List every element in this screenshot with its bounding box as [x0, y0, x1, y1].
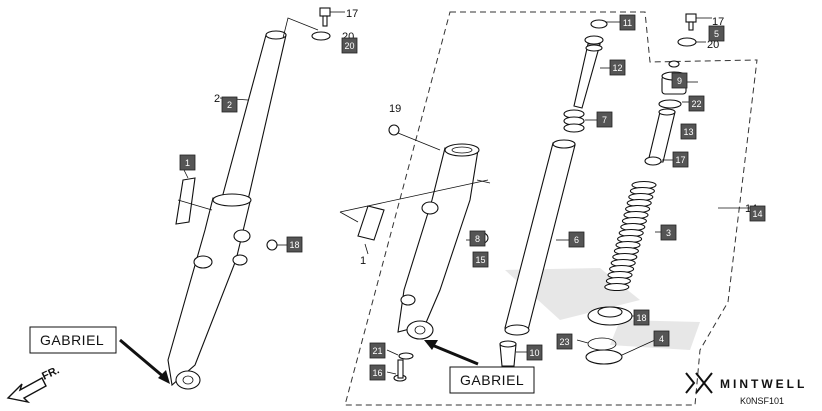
- circlip: [585, 337, 623, 365]
- boxed-label: 1: [179, 154, 196, 171]
- label-plain: 17: [712, 16, 724, 28]
- left-reflector: [175, 177, 213, 225]
- boxed-label-text: 6: [574, 235, 579, 245]
- brand-mark-icon: [685, 372, 713, 394]
- boxed-label: 15: [472, 251, 489, 268]
- boxed-label-text: 22: [691, 99, 701, 109]
- label-plain: 2: [214, 93, 220, 105]
- boxed-label-text: 21: [372, 346, 382, 356]
- boxed-label-text: 14: [752, 209, 762, 219]
- callout-text: GABRIEL: [40, 332, 104, 348]
- boxed-label: 21: [369, 342, 386, 359]
- boxed-label: 20: [341, 37, 358, 54]
- boxed-label: 14: [749, 205, 766, 222]
- diagram-code: K0NSF101: [740, 396, 784, 406]
- oil-seal: [587, 306, 633, 326]
- direction-label: FR.: [40, 364, 61, 382]
- boxed-label: 10: [526, 344, 543, 361]
- boxed-label-text: 9: [677, 76, 682, 86]
- boxed-label-text: 12: [612, 63, 622, 73]
- piston-rod: [573, 19, 608, 109]
- right-reflector: [339, 179, 489, 241]
- boxed-label-text: 10: [529, 348, 539, 358]
- boxed-label: 11: [619, 14, 636, 31]
- inner-fork-tube: [504, 139, 576, 336]
- boxed-label: 17: [672, 151, 689, 168]
- label-plain: 17: [346, 8, 358, 20]
- boxed-label-text: 13: [683, 127, 693, 137]
- boxed-label-text: 15: [475, 255, 485, 265]
- boxed-label: 13: [680, 123, 697, 140]
- label-plain: 1: [360, 255, 366, 267]
- boxed-label-text: 18: [636, 313, 646, 323]
- oil-lock-piece: [499, 340, 517, 367]
- boxed-label-text: 16: [372, 368, 382, 378]
- boxed-label-text: 23: [559, 337, 569, 347]
- gabriel-callout-right: GABRIEL: [424, 340, 535, 394]
- label-plain: 20: [707, 39, 719, 51]
- boxed-label: 22: [688, 95, 705, 112]
- brand-name: MINTWELL: [720, 377, 807, 391]
- boxed-label-text: 4: [659, 334, 664, 344]
- spring-coil: [604, 282, 630, 292]
- boxed-label: 7: [596, 111, 613, 128]
- brand-logo: MINTWELL K0NSF101: [685, 372, 807, 406]
- boxed-label-text: 3: [666, 228, 671, 238]
- boxed-label: 23: [556, 333, 573, 350]
- front-direction-arrow-icon: FR.: [6, 364, 61, 404]
- fork-spring: [604, 180, 657, 292]
- boxed-label: 18: [633, 309, 650, 326]
- right-top-bolt: [677, 13, 697, 47]
- boxed-label-text: 17: [675, 155, 685, 165]
- gabriel-callout-left: GABRIEL: [29, 326, 170, 384]
- leader-lines: [182, 17, 752, 375]
- boxed-label: 9: [671, 72, 688, 89]
- left-drain-bolt: [266, 239, 289, 251]
- boxed-label: 3: [660, 224, 677, 241]
- left-top-bolt: [282, 7, 345, 41]
- boxed-label: 4: [653, 330, 670, 347]
- rebound-spring: [563, 109, 585, 133]
- boxed-label-text: 5: [714, 29, 719, 39]
- kit-boundary: [344, 11, 758, 406]
- label-plain: 19: [389, 103, 401, 115]
- spacer: [647, 108, 676, 163]
- boxed-label-text: 8: [475, 234, 480, 244]
- boxed-label: 5: [708, 25, 725, 42]
- boxed-label-text: 20: [344, 41, 354, 51]
- spring-seat: [644, 156, 662, 166]
- boxed-label-text: 18: [289, 240, 299, 250]
- boxed-label: 6: [568, 231, 585, 248]
- boxed-label: 18: [286, 236, 303, 253]
- socket-bolt: [393, 352, 414, 382]
- boxed-label-text: 2: [227, 100, 232, 110]
- boxed-label-text: 1: [185, 158, 190, 168]
- callout-text: GABRIEL: [460, 372, 524, 388]
- boxed-label-text: 11: [623, 18, 632, 28]
- boxed-label: 8: [469, 230, 486, 247]
- right-drain-bolt: [388, 124, 441, 151]
- boxed-label: 2: [221, 96, 238, 113]
- boxed-label: 16: [369, 364, 386, 381]
- boxed-label-text: 7: [602, 115, 607, 125]
- boxed-label: 12: [609, 59, 626, 76]
- left-fork-leg: [167, 30, 287, 390]
